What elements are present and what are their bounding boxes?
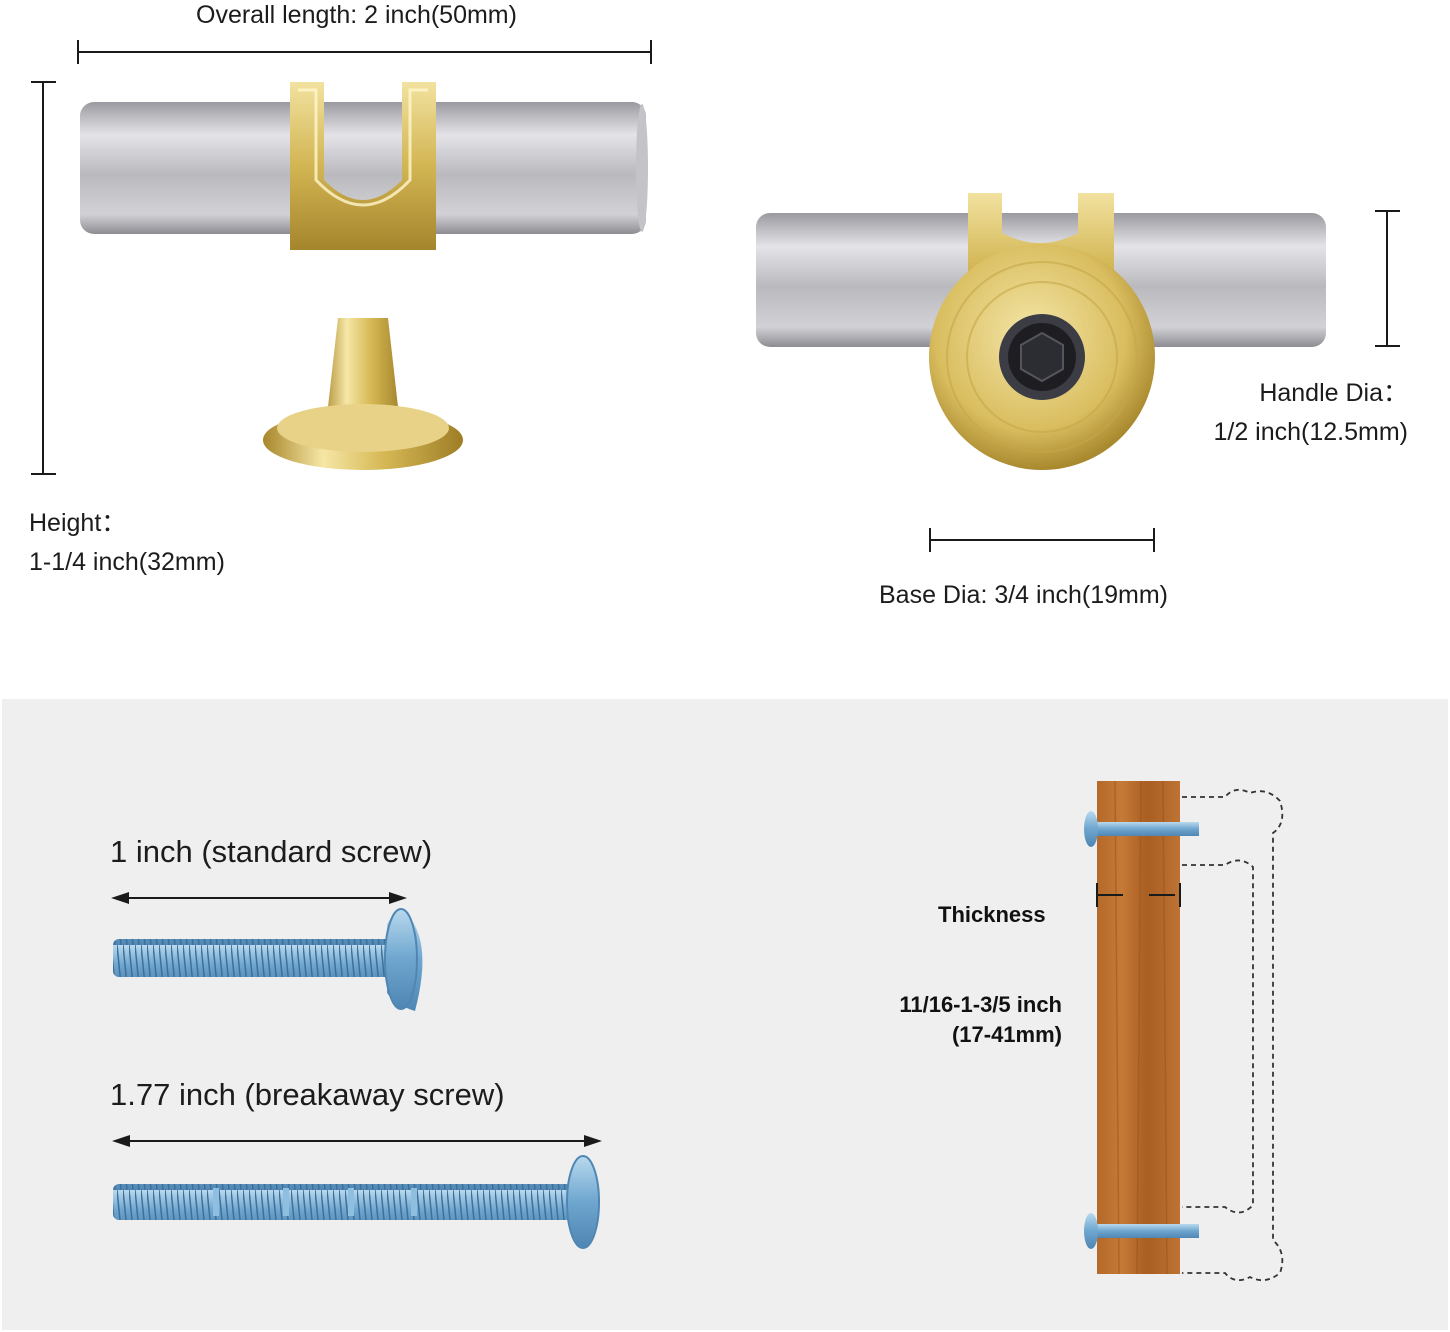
thickness-value-line1: 11/16-1-3/5 inch bbox=[899, 992, 1062, 1017]
breakaway-screw-arrow bbox=[112, 1135, 602, 1147]
height-dimension-line bbox=[31, 81, 56, 475]
handle-dia-label: Handle Dia： bbox=[1259, 379, 1408, 407]
breakaway-screw-label: 1.77 inch (breakaway screw) bbox=[110, 1077, 505, 1112]
overall-length-dimension-line bbox=[77, 40, 652, 64]
height-value: 1-1/4 inch(32mm) bbox=[29, 548, 225, 576]
screw-info-panel bbox=[2, 699, 1448, 1330]
standard-screw-arrow bbox=[111, 892, 407, 904]
handle-dia-value: 1/2 inch(12.5mm) bbox=[1213, 418, 1408, 446]
height-label: Height： bbox=[29, 509, 127, 537]
overall-length-label: Overall length: 2 inch(50mm) bbox=[196, 1, 517, 29]
knob-side-view-image bbox=[80, 82, 648, 470]
base-dia-label: Base Dia: 3/4 inch(19mm) bbox=[879, 581, 1169, 609]
handle-dia-dimension-line bbox=[1375, 210, 1400, 347]
standard-screw-label: 1 inch (standard screw) bbox=[110, 834, 433, 869]
thickness-value-line2: (17-41mm) bbox=[951, 1022, 1062, 1047]
standard-screw-image bbox=[113, 908, 423, 1011]
door-thickness-diagram bbox=[1084, 780, 1284, 1282]
thickness-label: Thickness bbox=[938, 902, 1046, 927]
base-dia-dimension-line bbox=[929, 528, 1155, 552]
knob-front-view-image bbox=[756, 193, 1326, 470]
breakaway-screw-image bbox=[113, 1155, 600, 1249]
